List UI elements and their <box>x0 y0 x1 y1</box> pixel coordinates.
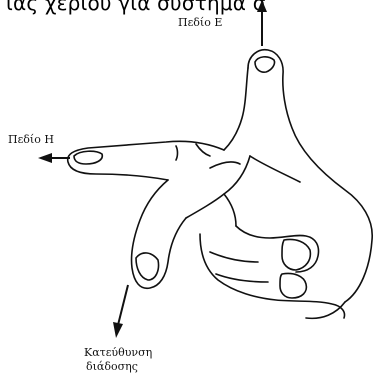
field-e-label: Πεδίο E <box>178 16 222 29</box>
hand-outline <box>68 50 373 319</box>
field-h-label: Πεδίο H <box>8 133 54 146</box>
propagation-arrow <box>113 285 128 338</box>
propagation-label-line1: Κατεύθυνση <box>84 346 152 359</box>
field-h-arrow <box>38 153 70 163</box>
propagation-label-line2: διάδοσης <box>86 360 138 373</box>
field-e-arrow <box>257 0 267 46</box>
